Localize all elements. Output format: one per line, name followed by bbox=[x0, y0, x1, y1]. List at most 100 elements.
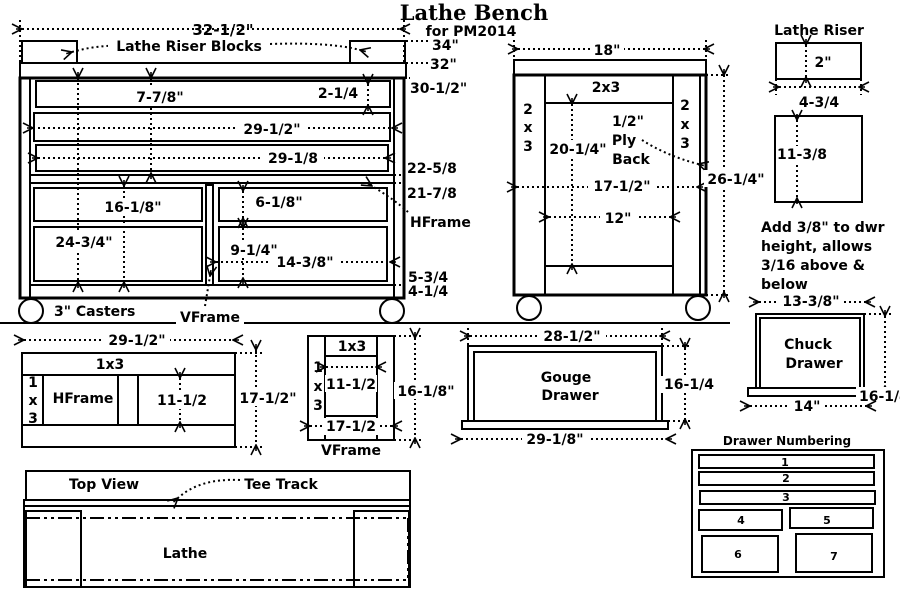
numbering-label-7: 7 bbox=[830, 550, 838, 563]
height-34: 34" bbox=[432, 38, 459, 54]
label-bg-hframe-11-5 bbox=[153, 392, 211, 409]
right-drawer-height-6-1-8: 6-1/8" bbox=[255, 195, 302, 211]
height-30-5: 30-1/2" bbox=[410, 81, 467, 97]
vframe-leader bbox=[204, 276, 210, 307]
label-bg-7-7-8 bbox=[132, 88, 188, 105]
ply-back-line-1: 1/2" bbox=[612, 114, 644, 130]
riser-block-right bbox=[349, 40, 406, 64]
top-view-riser-left bbox=[25, 510, 82, 588]
drawer-numbering-frame bbox=[691, 449, 885, 578]
riser-block-side bbox=[774, 115, 863, 203]
hframe-rail bbox=[29, 174, 395, 184]
side-height-26-1-4: 26-1/4" bbox=[707, 172, 764, 188]
numbering-label-5: 5 bbox=[823, 514, 831, 527]
label-bg-hframe-29-5 bbox=[104, 331, 170, 348]
lathe-label: Lathe bbox=[163, 546, 208, 562]
drawer-height-7-7-8: 7-7/8" bbox=[136, 90, 183, 106]
height-4-1-4: 4-1/4 bbox=[408, 284, 448, 300]
side-height-20-1-4: 20-1/4" bbox=[549, 142, 606, 158]
side-width-17-5: 17-1/2" bbox=[593, 179, 650, 195]
label-bg-gouge-16-1-4 bbox=[660, 376, 718, 393]
riser-height-2: 2" bbox=[814, 55, 831, 71]
hframe-callout: HFrame bbox=[410, 215, 471, 231]
riser-block-end bbox=[775, 42, 862, 80]
vframe-callout: VFrame bbox=[180, 310, 240, 326]
vframe-width-17-5: 17-1/2 bbox=[326, 419, 376, 435]
ply-back-leader bbox=[641, 139, 698, 164]
height-21-7-8: 21-7/8 bbox=[407, 186, 457, 202]
numbering-label-4: 4 bbox=[737, 514, 745, 527]
riser-blocks-label: Lathe Riser Blocks bbox=[116, 39, 262, 55]
hframe-height-17-5: 17-1/2" bbox=[239, 391, 296, 407]
inner-width-29-1-8: 29-1/8 bbox=[268, 151, 318, 167]
side-width-12: 12" bbox=[605, 211, 632, 227]
label-bg-18 bbox=[590, 41, 624, 58]
vframe-top-rail bbox=[324, 335, 378, 357]
label-bg-gouge-29-1-8 bbox=[522, 430, 588, 447]
numbering-label-2: 2 bbox=[782, 472, 790, 485]
chuck-drawer-label-1: Chuck bbox=[784, 337, 833, 353]
chuck-height-16-1-4: 16-1/4" bbox=[859, 389, 900, 405]
drawer-numbering-title: Drawer Numbering bbox=[723, 434, 851, 448]
hframe-left-stile bbox=[21, 374, 44, 426]
numbering-drawer-2 bbox=[698, 471, 875, 486]
hframe-width-29-5: 29-1/2" bbox=[108, 333, 165, 349]
front-view: 32-1/2" Lathe Riser Blocks bbox=[0, 20, 730, 326]
height-22-5-8: 22-5/8 bbox=[407, 161, 457, 177]
caster-left bbox=[18, 298, 44, 324]
label-bg-16-1-8 bbox=[99, 198, 167, 215]
hframe-detail-label: HFrame bbox=[53, 391, 114, 407]
gouge-drawer-inner bbox=[473, 351, 657, 422]
vframe-left-1: 1 bbox=[313, 360, 323, 376]
chuck-width-13-3-8: 13-3/8" bbox=[782, 294, 839, 310]
riser-blocks-label-bg bbox=[108, 37, 270, 55]
label-bg-14 bbox=[790, 398, 824, 415]
hframe-top-rail-label: 1x3 bbox=[96, 357, 125, 373]
label-bg-9-1-4 bbox=[226, 241, 282, 258]
top-view-label: Top View bbox=[69, 477, 139, 493]
label-bg-29-5 bbox=[238, 120, 306, 137]
label-bg-11-3-8 bbox=[776, 146, 828, 163]
side-caster-right bbox=[685, 295, 711, 321]
side-width-18: 18" bbox=[594, 43, 621, 59]
tee-track-label: Tee Track bbox=[244, 477, 318, 493]
riser-length-11-3-8: 11-3/8 bbox=[777, 147, 827, 163]
height-5-3-4: 5-3/4 bbox=[408, 270, 448, 286]
drawer-numbering: Drawer Numbering 1 2 3 4 5 6 7 bbox=[691, 434, 885, 578]
numbering-drawer-7 bbox=[795, 533, 873, 573]
side-left-post-2: 2 bbox=[523, 102, 533, 118]
vframe-height-16-1-8: 16-1/8" bbox=[397, 384, 454, 400]
hframe-left-1: 1 bbox=[28, 375, 38, 391]
label-bg-hframe-17-5 bbox=[236, 389, 300, 406]
drawer-1 bbox=[35, 80, 391, 108]
top-width-label: 32-1/2" bbox=[192, 21, 253, 39]
numbering-label-6: 6 bbox=[734, 548, 742, 561]
inner-width-29-5: 29-1/2" bbox=[243, 122, 300, 138]
vframe-width-11-5: 11-1/2 bbox=[326, 377, 376, 393]
page-title: Lathe Bench bbox=[400, 0, 548, 25]
chuck-width-14: 14" bbox=[794, 399, 821, 415]
cabinet-inner-height-24-3-4: 24-3/4" bbox=[55, 235, 112, 251]
label-bg-2-1-4 bbox=[314, 84, 362, 101]
height-32: 32" bbox=[430, 57, 457, 73]
drawer-7 bbox=[218, 226, 388, 282]
vframe-divider bbox=[205, 184, 214, 286]
right-drawer-height-9-1-4: 9-1/4" bbox=[230, 243, 277, 259]
riser-blocks-leader-right bbox=[269, 42, 360, 50]
vframe-detail-label: VFrame bbox=[321, 443, 381, 459]
label-bg-29-1-8 bbox=[262, 149, 324, 166]
top-view: Top View Tee Track Lathe bbox=[23, 470, 411, 588]
left-drawer-width-16-1-8: 16-1/8" bbox=[104, 200, 161, 216]
lathe-riser-title: Lathe Riser bbox=[774, 23, 864, 39]
chuck-drawer-bottom bbox=[747, 387, 869, 397]
top-view-riser-right bbox=[353, 510, 410, 588]
label-bg-17-5 bbox=[588, 178, 656, 195]
side-top bbox=[513, 59, 707, 76]
drawer-5 bbox=[218, 187, 388, 222]
casters-label: 3" Casters bbox=[54, 304, 135, 320]
numbering-label-1: 1 bbox=[781, 456, 789, 469]
label-bg-6-1-8 bbox=[250, 194, 308, 211]
ply-back-line-2: Ply bbox=[612, 133, 636, 149]
drawer-height-note: Add 3/8" to dwr height, allows 3/16 abov… bbox=[761, 220, 885, 293]
